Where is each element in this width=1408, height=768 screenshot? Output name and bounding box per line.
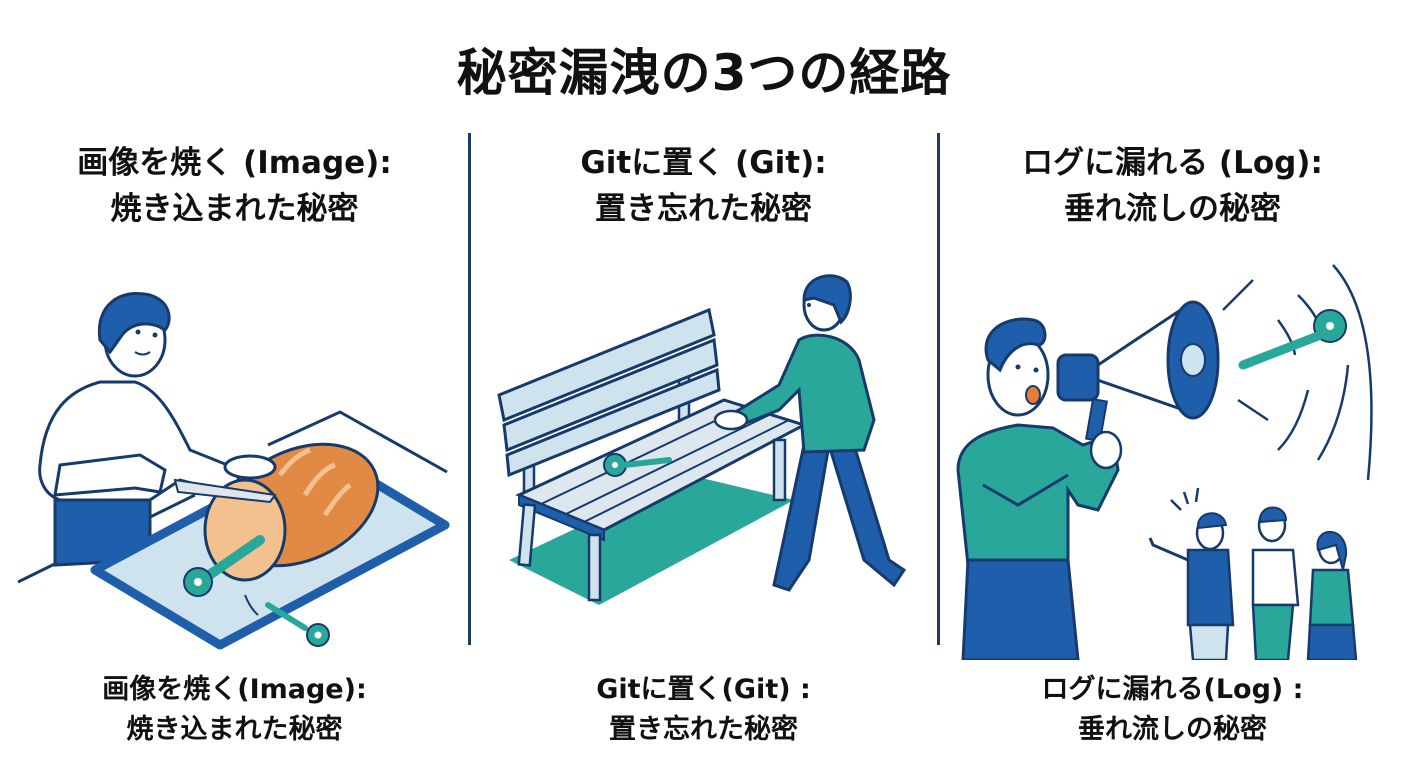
caption-line-1: ログに漏れる(Log) : bbox=[1041, 674, 1304, 705]
caption-line-1: Gitに置く(Git) : bbox=[596, 674, 811, 705]
person-arm bbox=[53, 453, 167, 497]
caption-line-1: 画像を焼く(Image): bbox=[102, 674, 367, 705]
broadcast-key-icon bbox=[1238, 309, 1347, 370]
backrest-slat-2 bbox=[502, 337, 719, 453]
panel-heading: Gitに置く (Git): 置き忘れた秘密 bbox=[469, 140, 938, 232]
panel-git: Gitに置く (Git): 置き忘れた秘密 bbox=[469, 130, 938, 768]
counter-back bbox=[267, 410, 448, 474]
megaphone-illustration bbox=[938, 260, 1407, 660]
sound-waves-icon bbox=[1222, 264, 1373, 481]
heading-line-2: 垂れ流しの秘密 bbox=[1064, 191, 1281, 227]
heading-line-1: 画像を焼く (Image): bbox=[77, 145, 392, 181]
panel-image: 画像を焼く (Image): 焼き込まれた秘密 bbox=[0, 130, 469, 768]
heading-line-2: 置き忘れた秘密 bbox=[595, 191, 812, 227]
bench-shadow bbox=[509, 475, 794, 605]
bread-baking-illustration bbox=[0, 260, 469, 660]
walking-person bbox=[713, 274, 907, 592]
page-title: 秘密漏洩の3つの経路 bbox=[456, 44, 952, 102]
divider-right bbox=[937, 133, 940, 645]
bread-cut-face bbox=[203, 478, 287, 582]
knife bbox=[173, 478, 277, 504]
heading-line-1: Gitに置く (Git): bbox=[580, 145, 827, 181]
onlooker-woman bbox=[1306, 530, 1358, 660]
panel-caption: 画像を焼く(Image): 焼き込まれた秘密 bbox=[0, 670, 469, 750]
shouting-person bbox=[956, 317, 1123, 660]
megaphone-icon bbox=[1056, 300, 1220, 443]
panel-heading: ログに漏れる (Log): 垂れ流しの秘密 bbox=[938, 140, 1407, 232]
key-in-bread-icon bbox=[183, 535, 265, 597]
person-hair bbox=[97, 292, 171, 355]
heading-line-1: ログに漏れる (Log): bbox=[1022, 145, 1323, 181]
backrest-slat-3 bbox=[505, 367, 721, 478]
bench-illustration bbox=[469, 260, 938, 660]
caption-line-2: 垂れ流しの秘密 bbox=[1078, 714, 1267, 745]
panel-log: ログに漏れる (Log): 垂れ流しの秘密 bbox=[938, 130, 1407, 768]
fallen-key-icon bbox=[265, 602, 330, 647]
left-behind-key-icon bbox=[603, 453, 672, 477]
divider-left bbox=[468, 133, 471, 645]
heading-line-2: 焼き込まれた秘密 bbox=[110, 191, 359, 227]
panel-heading: 画像を焼く (Image): 焼き込まれた秘密 bbox=[0, 140, 469, 232]
onlooker-thinking bbox=[1251, 506, 1300, 660]
caption-line-2: 焼き込まれた秘密 bbox=[126, 714, 343, 745]
panel-caption: ログに漏れる(Log) : 垂れ流しの秘密 bbox=[938, 670, 1407, 750]
onlooker-pointing bbox=[1148, 512, 1235, 660]
panel-caption: Gitに置く(Git) : 置き忘れた秘密 bbox=[469, 670, 938, 750]
surprise-marks-icon bbox=[1170, 487, 1200, 511]
caption-line-2: 置き忘れた秘密 bbox=[609, 714, 798, 745]
backrest-slat-1 bbox=[497, 307, 716, 423]
